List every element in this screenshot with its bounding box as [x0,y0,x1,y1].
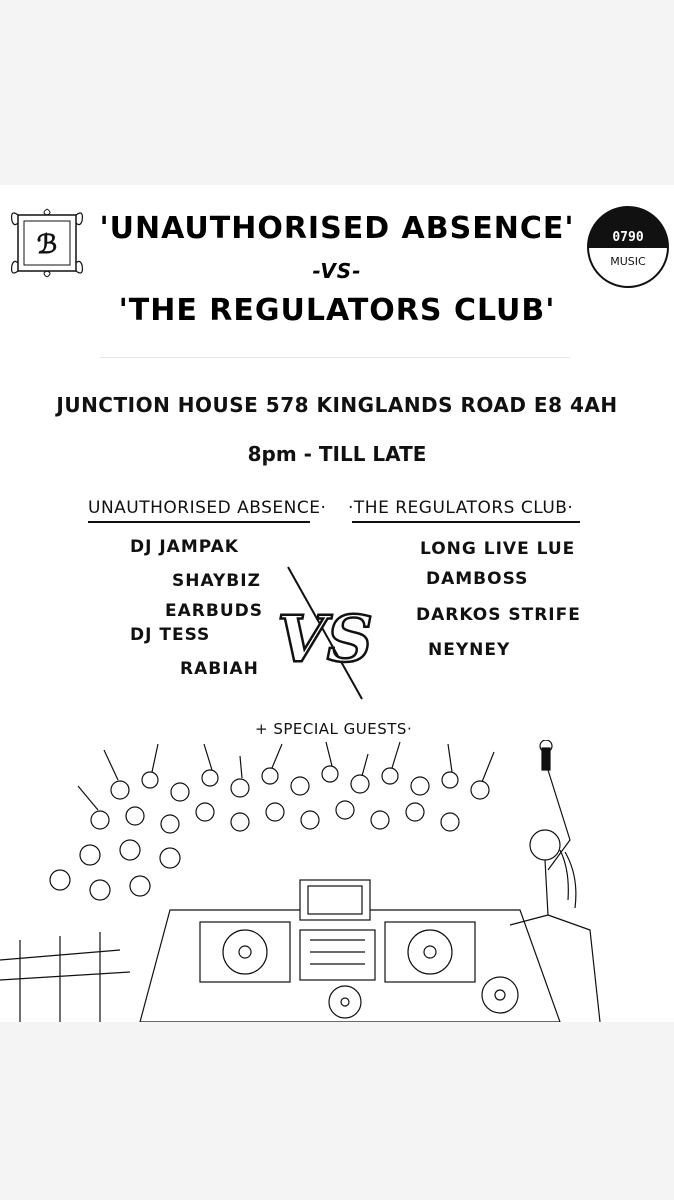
right-act-1: LONG LIVE LUE [420,539,576,559]
left-act-5: RABIAH [180,659,259,679]
headline-regulators-club: 'THE REGULATORS CLUB' [118,293,556,328]
svg-text:ℬ: ℬ [37,230,57,260]
left-act-2: SHAYBIZ [172,571,261,591]
right-act-2: DAMBOSS [426,569,529,589]
left-crew-heading: UNAUTHORISED ABSENCE· [88,498,327,518]
logo-number: 0790 [612,230,643,245]
ornate-monogram-icon: ℬ [11,208,83,278]
venue-address: JUNCTION HOUSE 578 KINGLANDS ROAD E8 4AH [56,393,618,417]
special-guests: + SPECIAL GUESTS· [255,720,413,738]
crowd-heads [49,765,490,901]
header-divider [100,357,570,358]
right-act-4: NEYNEY [428,640,511,660]
event-time: 8pm - TILL LATE [247,442,427,466]
headline-unauthorised-absence: 'UNAUTHORISED ABSENCE' [99,211,575,246]
0790-music-logo: 0790 MUSIC [587,206,669,288]
left-heading-underline [88,521,310,523]
event-flyer: ℬ 0790 MUSIC 'UNAUTHORISED ABSENCE' -VS-… [0,185,674,1022]
big-vs-emblem: VS [276,566,374,700]
left-act-3: EARBUDS [165,601,263,621]
headline-vs: -VS- [312,259,362,283]
right-heading-underline [352,521,580,523]
big-vs-text: VS [277,602,373,677]
crowd-and-dj-booth-illustration [0,740,601,1022]
logo-word: MUSIC [610,255,646,268]
right-act-3: DARKOS STRIFE [416,605,581,625]
right-crew-heading: ·THE REGULATORS CLUB· [348,498,574,518]
left-act-4: DJ TESS [130,625,211,645]
left-act-1: DJ JAMPAK [130,537,239,557]
